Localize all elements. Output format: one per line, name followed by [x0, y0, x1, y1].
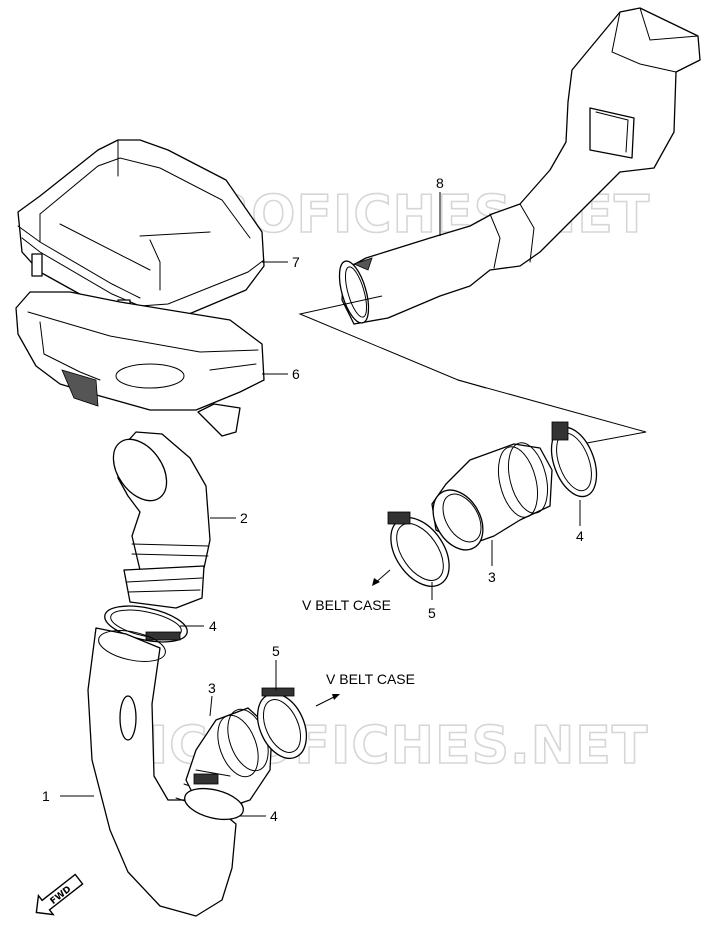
clamp-lower [184, 773, 244, 821]
vbelt-case-label-upper: V BELT CASE [302, 597, 391, 613]
leader-lines [60, 192, 581, 817]
callout-2: 2 [240, 510, 248, 526]
clamp-upper-left [104, 605, 188, 643]
vbelt-case-arrow-lower [315, 694, 340, 707]
fwd-arrow-icon: FWD [35, 873, 84, 916]
callout-3-lower: 3 [208, 680, 216, 696]
callout-6: 6 [292, 366, 300, 382]
clamp-right [550, 421, 598, 498]
clamp-5-lower [256, 687, 308, 759]
intake-duct [338, 7, 701, 325]
air-cleaner-cover [17, 139, 265, 327]
callout-1: 1 [42, 788, 50, 804]
callout-4-upper-left: 4 [209, 618, 217, 634]
callout-4-right: 4 [576, 528, 584, 544]
vbelt-case-label-lower: V BELT CASE [326, 671, 415, 687]
watermark-bottom: MICROFICHES.NET [96, 716, 648, 776]
elbow-hose [112, 431, 211, 609]
callout-5-lower: 5 [272, 643, 280, 659]
air-cleaner-case [15, 291, 265, 437]
clamp-5-right [387, 511, 450, 587]
rubber-boot-right [431, 442, 553, 551]
callout-5-right: 5 [428, 605, 436, 621]
callout-8: 8 [436, 175, 444, 191]
callout-7: 7 [292, 254, 300, 270]
assembly-tick [457, 379, 487, 389]
callout-3-right: 3 [488, 569, 496, 585]
callout-4-lower: 4 [270, 808, 278, 824]
vbelt-case-arrow-upper [372, 569, 391, 586]
